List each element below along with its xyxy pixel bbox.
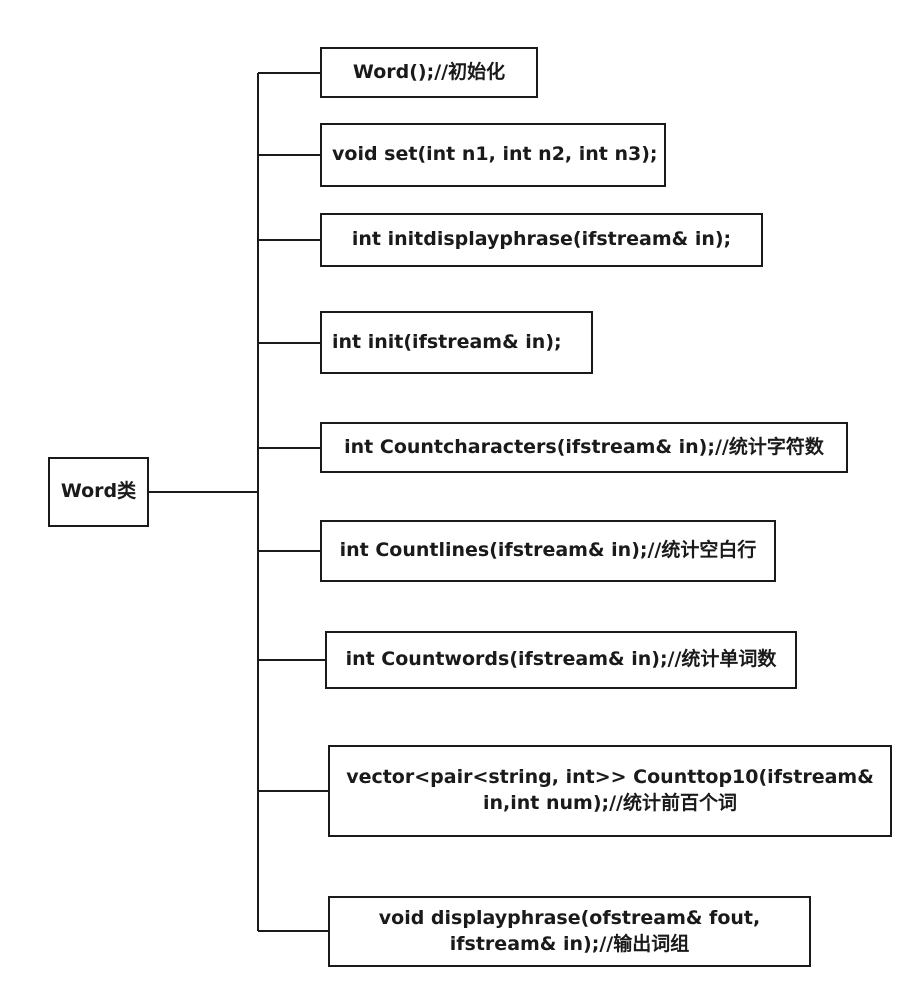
method-label-countcharacters: int Countcharacters(ifstream& in);//统计字符…: [344, 435, 824, 458]
method-box-countwords: int Countwords(ifstream& in);//统计单词数: [325, 631, 797, 689]
method-label-countlines: int Countlines(ifstream& in);//统计空白行: [339, 539, 757, 562]
method-box-countcharacters: int Countcharacters(ifstream& in);//统计字符…: [320, 422, 848, 473]
method-label-constructor: Word();//初始化: [352, 60, 506, 83]
method-box-counttop10: vector<pair<string, int>> Counttop10(ifs…: [328, 745, 892, 837]
method-label-displayphrase: void displayphrase(ofstream& fout, ifstr…: [378, 906, 761, 955]
method-box-constructor: Word();//初始化: [320, 47, 538, 98]
method-label-initdisplayphrase: int initdisplayphrase(ifstream& in);: [351, 228, 732, 251]
method-box-initdisplayphrase: int initdisplayphrase(ifstream& in);: [320, 213, 763, 267]
method-label-set: void set(int n1, int n2, int n3);: [332, 143, 658, 166]
method-label-init: int init(ifstream& in);: [332, 330, 562, 353]
method-box-countlines: int Countlines(ifstream& in);//统计空白行: [320, 520, 776, 582]
method-box-displayphrase: void displayphrase(ofstream& fout, ifstr…: [328, 896, 811, 967]
method-box-init: int init(ifstream& in);: [320, 311, 593, 374]
method-label-counttop10: vector<pair<string, int>> Counttop10(ifs…: [346, 766, 874, 814]
method-box-set: void set(int n1, int n2, int n3);: [320, 123, 666, 187]
root-class-label: Word类: [60, 480, 137, 503]
method-label-countwords: int Countwords(ifstream& in);//统计单词数: [345, 648, 777, 671]
root-class-box: Word类: [48, 457, 149, 527]
